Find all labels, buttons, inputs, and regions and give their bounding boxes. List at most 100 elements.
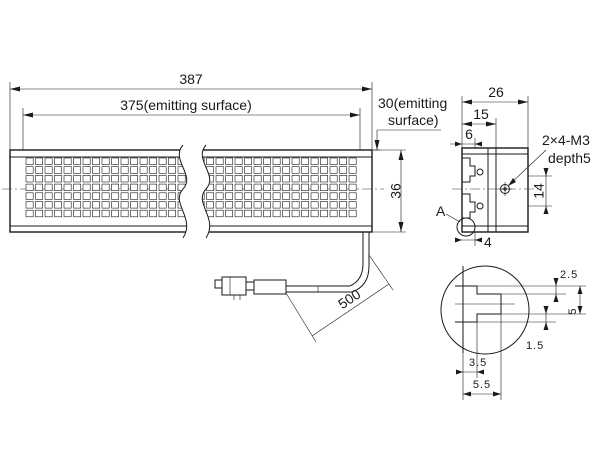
led-cell <box>244 192 252 200</box>
led-cell <box>149 201 157 209</box>
led-cell <box>149 209 157 218</box>
led-cell <box>272 157 281 165</box>
detail-a-view: 2.5 5 1.5 3.5 5.5 <box>440 265 586 400</box>
led-cell <box>339 201 347 209</box>
led-cell <box>310 201 319 209</box>
arrow-26-left <box>462 99 472 105</box>
led-cell <box>120 166 129 174</box>
led-cell <box>111 166 119 174</box>
led-cell <box>149 175 157 183</box>
side-hole-1 <box>476 168 484 176</box>
dim-label-4: 4 <box>484 234 492 250</box>
led-cell <box>139 201 148 209</box>
led-cell <box>82 209 91 218</box>
led-cell <box>282 209 290 218</box>
led-cell <box>92 192 100 200</box>
led-cell <box>291 175 300 183</box>
led-cell <box>301 183 309 192</box>
led-cell <box>25 209 34 218</box>
led-cell <box>301 192 309 200</box>
led-cell <box>272 209 281 218</box>
led-cell <box>120 192 129 200</box>
led-cell <box>244 201 252 209</box>
arrow-387-left <box>10 86 20 92</box>
t-slot-lower <box>462 193 476 219</box>
led-cell <box>130 183 138 192</box>
led-cell <box>82 166 91 174</box>
led-cell <box>130 192 138 200</box>
led-cell <box>253 183 262 192</box>
led-cell <box>92 157 100 165</box>
led-cell <box>263 157 271 165</box>
led-cell <box>263 166 271 174</box>
led-cell <box>63 166 72 174</box>
led-cell <box>301 201 309 209</box>
dim-label-5: 5 <box>567 307 579 314</box>
led-cell <box>130 157 138 165</box>
led-cell <box>158 183 167 192</box>
led-cell <box>215 157 224 165</box>
led-cell <box>215 209 224 218</box>
led-cell <box>82 201 91 209</box>
dim-label-30-line1: 30(emitting <box>378 95 447 111</box>
led-cell <box>101 157 110 165</box>
led-cell <box>291 183 300 192</box>
led-cell <box>73 209 81 218</box>
led-cell <box>63 201 72 209</box>
led-cell <box>54 166 62 174</box>
led-cell <box>101 166 110 174</box>
arrow-15-left <box>462 121 472 127</box>
led-cell <box>82 183 91 192</box>
detail-a-ref: A <box>436 203 446 219</box>
led-cell <box>234 209 243 218</box>
led-cell <box>54 175 62 183</box>
led-cell <box>63 192 72 200</box>
led-cell <box>92 175 100 183</box>
led-cell <box>73 175 81 183</box>
led-cell <box>149 192 157 200</box>
led-cell <box>263 201 271 209</box>
led-cell <box>44 192 53 200</box>
arrow-375-right <box>350 112 360 118</box>
ext-line-500-left <box>285 292 317 343</box>
connector-boot <box>245 281 255 291</box>
dim-label-500: 500 <box>335 286 363 312</box>
led-cell <box>73 157 81 165</box>
connector-housing <box>253 279 287 295</box>
led-cell <box>139 192 148 200</box>
arrow-3-5-right <box>477 369 484 375</box>
led-cell <box>253 175 262 183</box>
led-cell <box>25 201 34 209</box>
led-cell <box>310 175 319 183</box>
led-cell <box>120 175 129 183</box>
break-gap <box>179 145 210 238</box>
led-cell <box>25 192 34 200</box>
led-cell <box>291 201 300 209</box>
led-cell <box>282 192 290 200</box>
dim-label-26: 26 <box>488 84 504 100</box>
led-cell <box>244 157 252 165</box>
led-cell <box>92 166 100 174</box>
detail-a-leader <box>445 213 461 223</box>
arrow-4-left <box>455 237 462 243</box>
led-cell <box>329 166 338 174</box>
led-cell <box>244 166 252 174</box>
led-cell <box>320 183 328 192</box>
led-cell <box>149 183 157 192</box>
led-cell <box>291 192 300 200</box>
led-cell <box>111 175 119 183</box>
led-cell <box>329 192 338 200</box>
arrow-1-5-top <box>543 306 549 314</box>
led-cell <box>310 183 319 192</box>
arrow-2-5-top <box>553 278 559 286</box>
led-cell <box>225 192 233 200</box>
led-cell <box>44 209 53 218</box>
led-cell <box>44 201 53 209</box>
break-line-left <box>178 144 188 239</box>
led-cell <box>101 209 110 218</box>
dim-line-500 <box>311 283 390 337</box>
dim-label-36: 36 <box>388 183 404 199</box>
led-cell <box>54 192 62 200</box>
led-cell <box>168 166 176 174</box>
